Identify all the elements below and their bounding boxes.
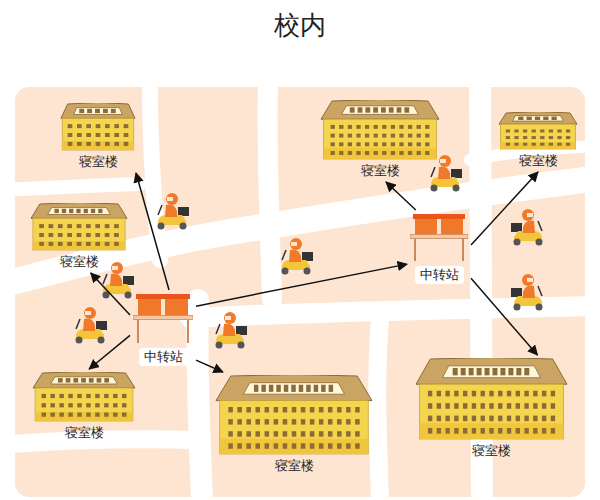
delivery-rider	[511, 209, 543, 246]
station-table	[133, 293, 193, 343]
dormitory-illustration	[32, 372, 136, 422]
transfer-station: 中转站	[410, 213, 468, 284]
station-table	[410, 213, 468, 261]
dormitory-building: 寝室楼	[415, 358, 568, 459]
delivery-arrow	[196, 360, 223, 372]
dormitory-illustration	[498, 112, 578, 150]
delivery-arrow	[196, 264, 407, 306]
building-label: 寝室楼	[519, 153, 558, 169]
delivery-rider	[103, 262, 135, 299]
building-label: 寝室楼	[275, 458, 314, 474]
delivery-rider	[431, 155, 463, 192]
dormitory-building: 寝室楼	[215, 375, 373, 474]
map-title: 校内	[0, 8, 600, 43]
building-label: 寝室楼	[65, 425, 104, 441]
delivery-arrow	[386, 182, 416, 210]
map-ground	[15, 87, 585, 497]
delivery-arrow	[471, 278, 537, 355]
station-label: 中转站	[139, 348, 188, 366]
building-label: 寝室楼	[79, 154, 118, 170]
delivery-riders	[76, 155, 543, 349]
building-label: 寝室楼	[60, 254, 99, 270]
delivery-arrow	[89, 335, 130, 369]
delivery-rider	[216, 312, 248, 349]
delivery-rider	[511, 274, 543, 311]
dormitory-illustration	[60, 103, 136, 151]
dormitory-illustration	[30, 203, 128, 251]
building-label: 寝室楼	[472, 443, 511, 459]
delivery-arrow	[471, 172, 538, 245]
delivery-arrow	[91, 273, 130, 315]
delivery-arrow	[136, 173, 169, 290]
dormitory-illustration	[215, 375, 373, 455]
delivery-rider	[282, 238, 314, 275]
dormitory-building: 寝室楼	[32, 372, 136, 441]
roads	[15, 87, 585, 497]
dormitory-illustration	[415, 358, 568, 440]
dormitory-building: 寝室楼	[498, 112, 578, 169]
building-label: 寝室楼	[361, 163, 400, 179]
delivery-rider	[76, 307, 108, 344]
delivery-rider	[158, 193, 190, 230]
dormitory-building: 寝室楼	[30, 203, 128, 270]
station-label: 中转站	[415, 266, 464, 284]
dormitory-building: 寝室楼	[60, 103, 136, 170]
transfer-station: 中转站	[133, 293, 193, 366]
dormitory-building: 寝室楼	[320, 100, 440, 179]
dormitory-illustration	[320, 100, 440, 160]
